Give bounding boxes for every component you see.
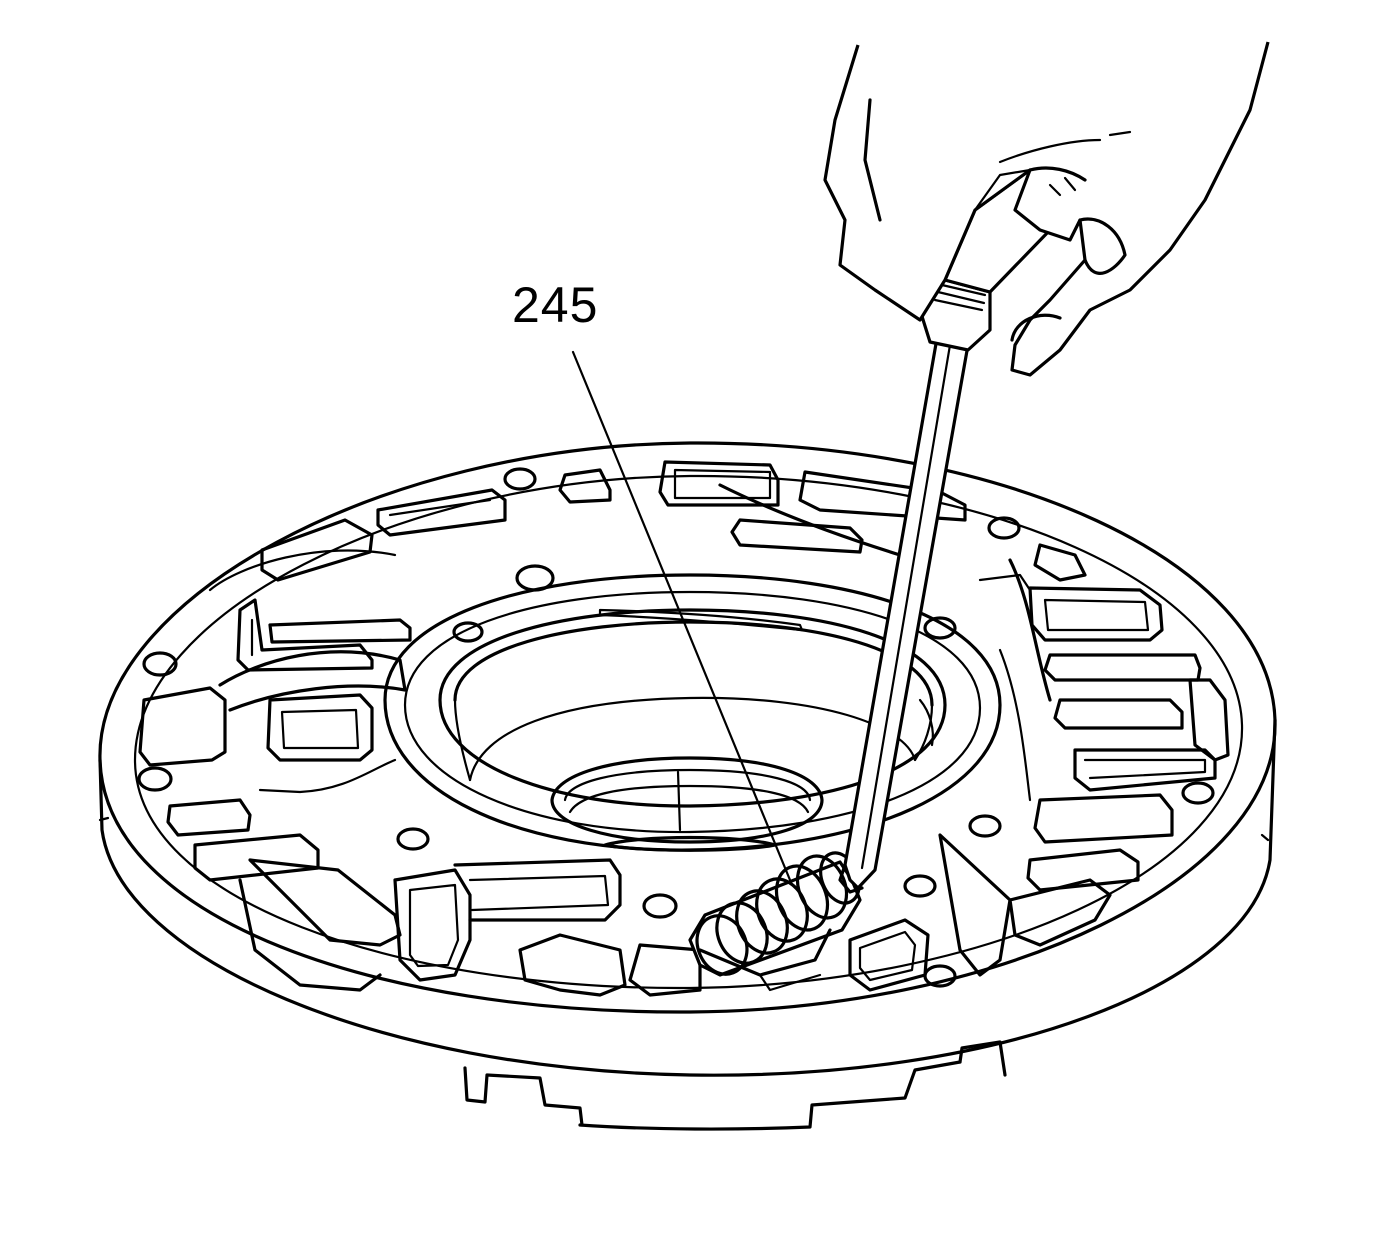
callout-label-245: 245 [512, 277, 599, 333]
spring-245 [688, 851, 862, 992]
screwdriver [838, 168, 1052, 894]
callout-leader-245 [571, 350, 792, 882]
bolt-holes [137, 467, 1215, 988]
pump-body [98, 441, 1277, 1131]
fluid-passages-left [138, 488, 702, 997]
hand [823, 41, 1270, 377]
